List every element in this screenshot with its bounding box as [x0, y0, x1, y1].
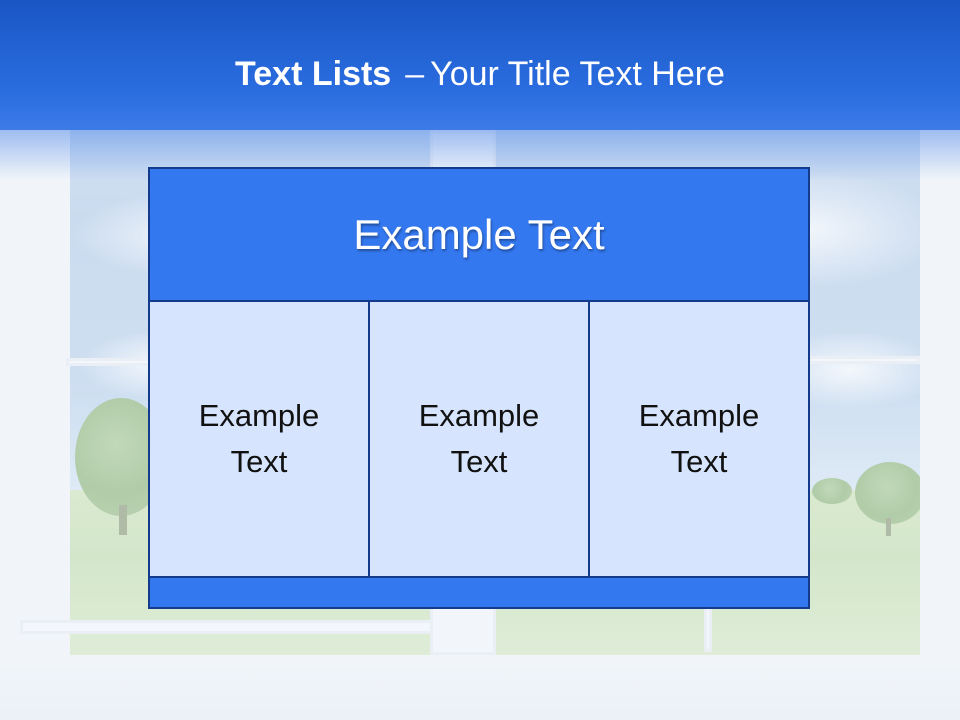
window-sash — [20, 620, 440, 634]
window-sash — [808, 356, 920, 364]
column-text: Example Text — [184, 393, 334, 485]
tree — [855, 462, 925, 524]
column-text-line: Text — [670, 444, 728, 479]
column-text-line: Text — [450, 444, 508, 479]
text-list-diagram: Example Text Example Text Example Text E… — [148, 167, 810, 610]
column-text: Example Text — [404, 393, 554, 485]
window-sash — [66, 358, 156, 366]
column-text-line: Example — [418, 398, 540, 433]
diagram-header-text: Example Text — [353, 210, 605, 258]
diagram-column-2: Example Text — [368, 300, 590, 578]
title-bar — [0, 0, 960, 130]
column-text-line: Text — [230, 444, 288, 479]
column-text: Example Text — [624, 393, 774, 485]
title-separator: – — [405, 55, 425, 93]
diagram-column-3: Example Text — [588, 300, 810, 578]
window-sill — [0, 655, 960, 720]
tree-trunk — [886, 518, 891, 536]
diagram-header-box: Example Text — [148, 167, 810, 302]
tree — [812, 478, 852, 504]
column-text-line: Example — [198, 398, 320, 433]
diagram-column-1: Example Text — [148, 300, 370, 578]
tree-trunk — [119, 505, 127, 535]
title-bold-text: Text Lists — [235, 55, 392, 93]
slide-title: Text Lists–Your Title Text Here — [0, 54, 960, 94]
diagram-footer-bar — [148, 576, 810, 609]
window-sash — [704, 600, 712, 652]
column-text-line: Example — [638, 398, 760, 433]
title-subtext: Your Title Text Here — [430, 55, 725, 93]
